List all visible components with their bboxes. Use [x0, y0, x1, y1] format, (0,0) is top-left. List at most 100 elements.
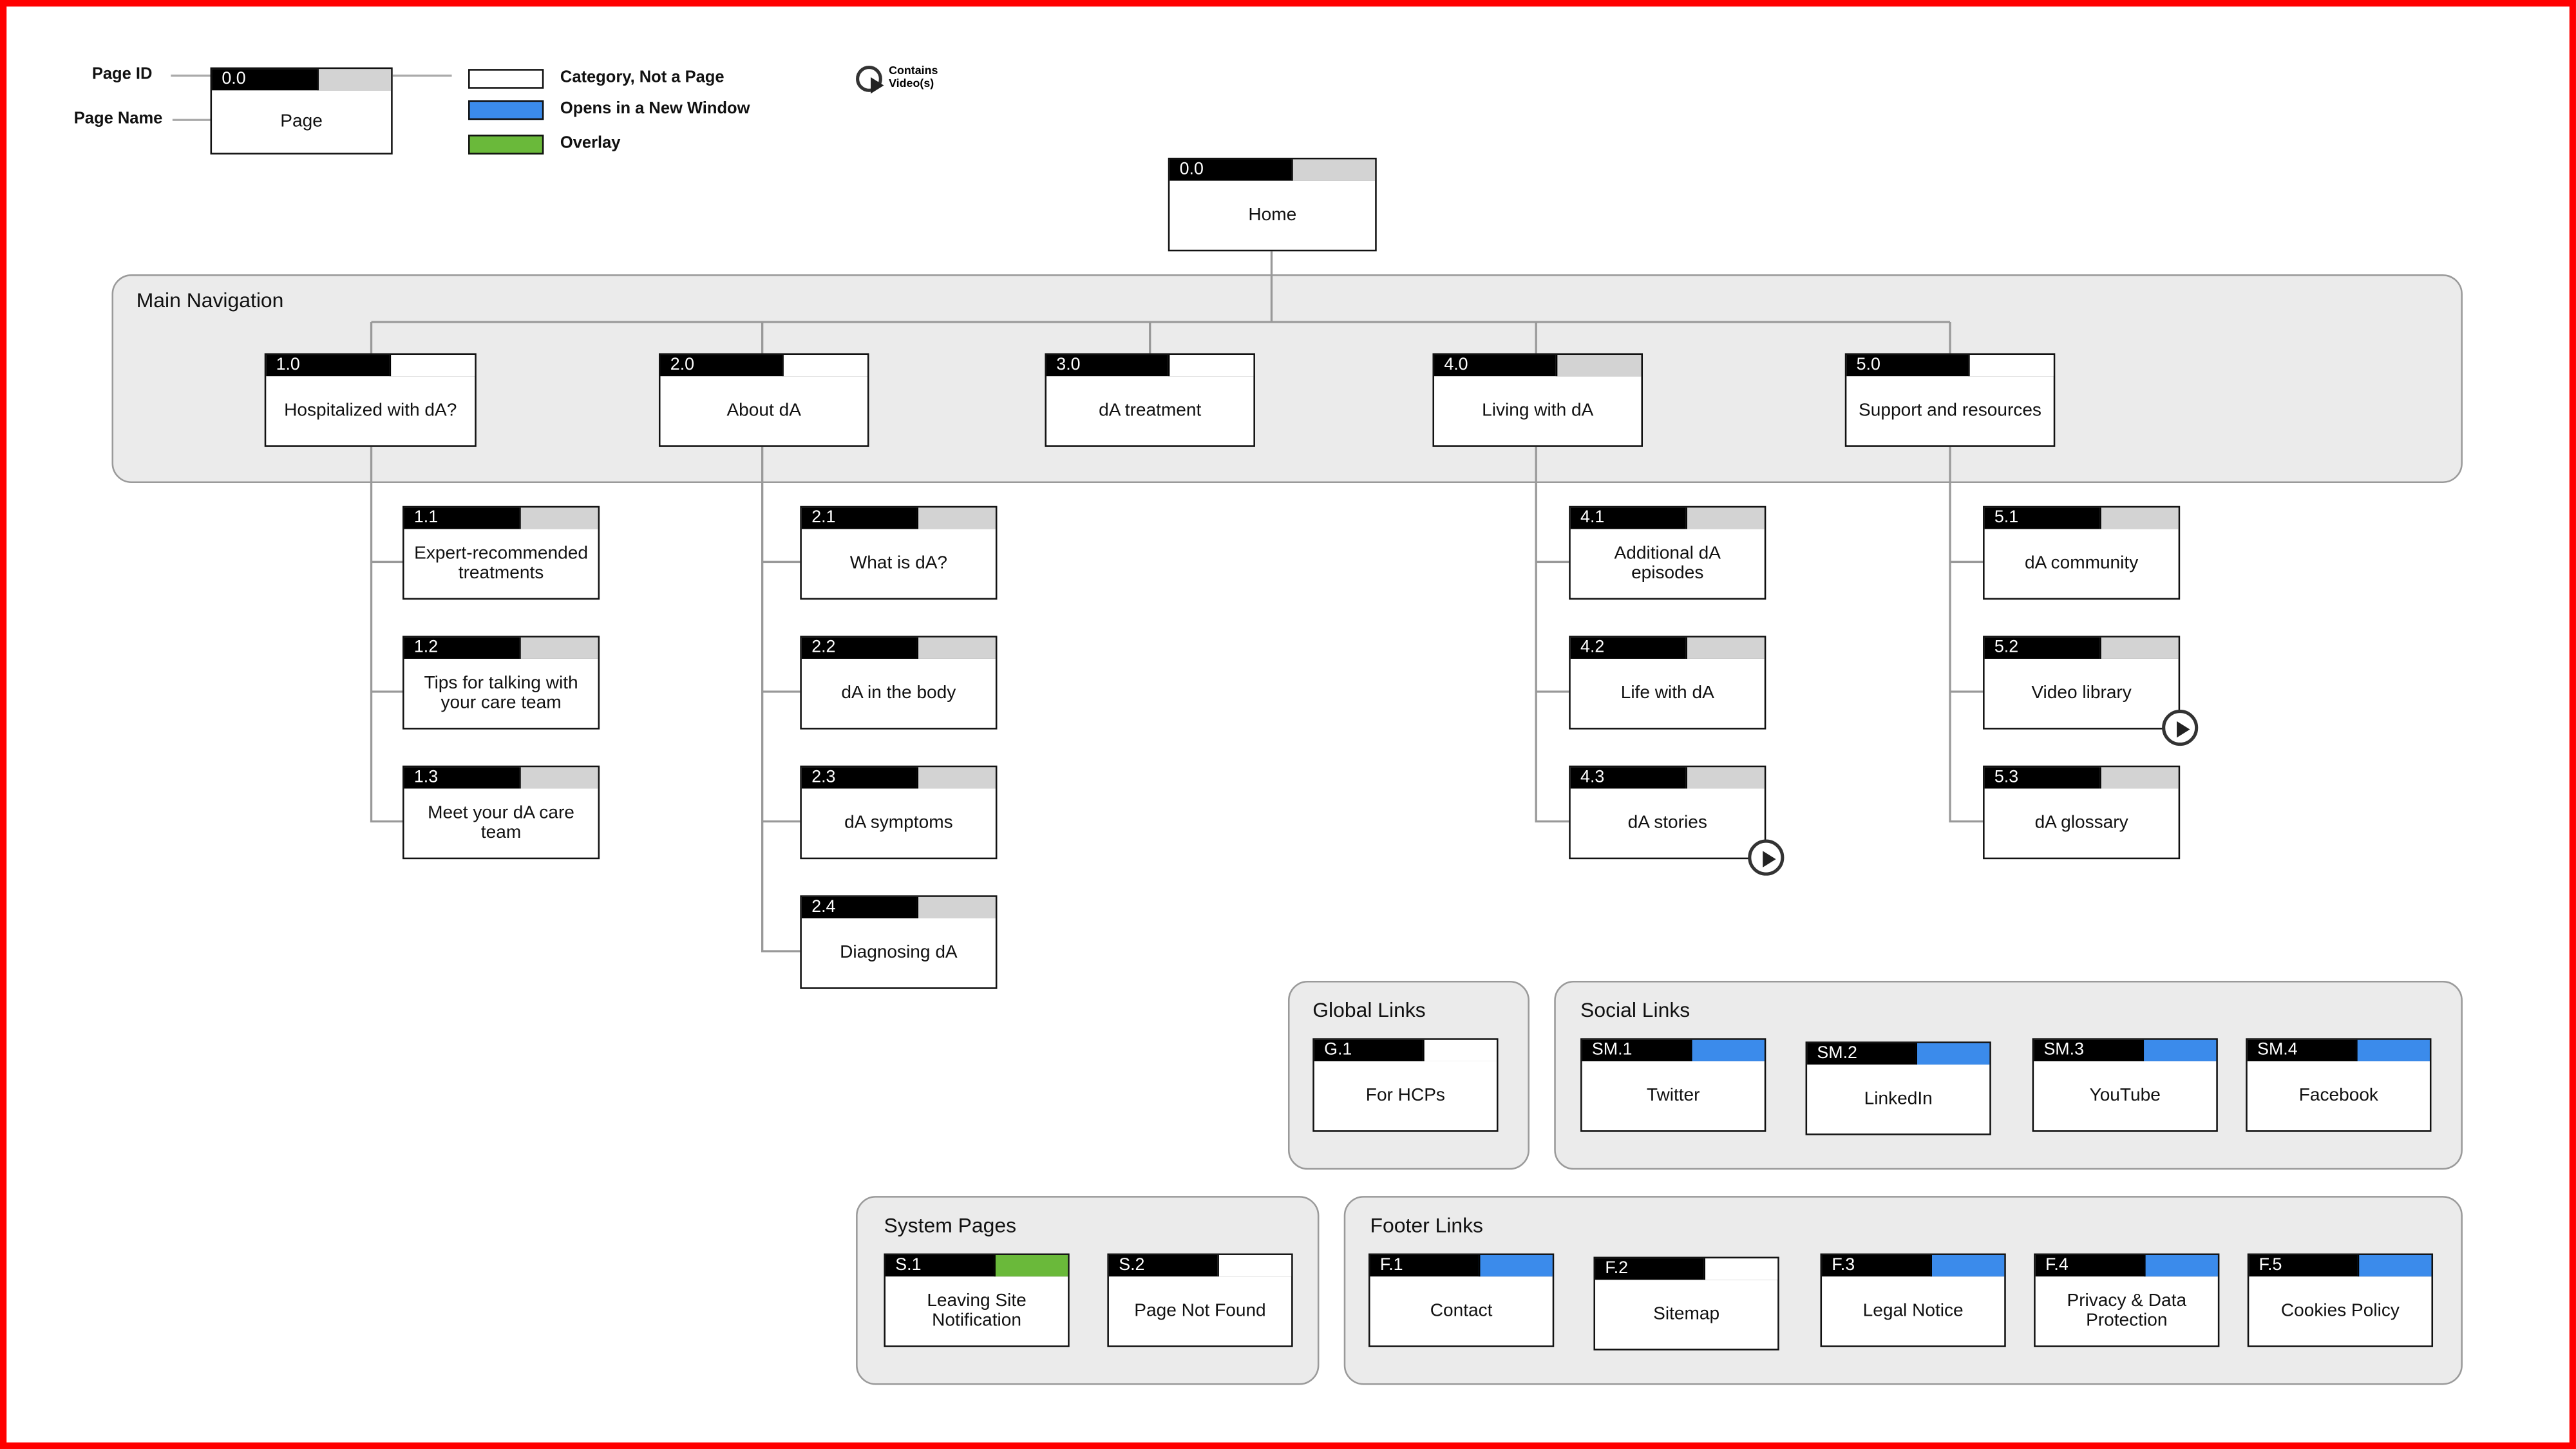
node-id: 0.0 [1179, 159, 1204, 180]
node-id: F.2 [1605, 1258, 1629, 1278]
node-header: SM.3 [2034, 1039, 2217, 1061]
node-type-swatch [782, 355, 867, 377]
node-header: 1.0 [266, 355, 475, 377]
node-header: 0.0 [1170, 159, 1376, 181]
node-type-swatch [1685, 507, 1765, 529]
node-id: 2.3 [811, 767, 836, 787]
node-id: F.4 [2045, 1255, 2069, 1275]
node-name: Living with dA [1482, 400, 1594, 421]
node-type-swatch [916, 637, 996, 659]
node-id: F.5 [2259, 1255, 2282, 1275]
social-links-title: Social Links [1580, 999, 1690, 1022]
node-header: S.2 [1108, 1255, 1292, 1277]
node-name: YouTube [2089, 1085, 2161, 1106]
node-id: 2.1 [811, 507, 836, 527]
node-name: LinkedIn [1864, 1088, 1933, 1109]
node-name: Expert-recommended treatments [414, 543, 588, 583]
node-name: Home [1248, 205, 1297, 225]
legend-swatch-category [468, 69, 544, 89]
legend-video-label-1: Contains [889, 66, 938, 77]
node-name: Life with dA [1620, 683, 1714, 703]
play-video-icon [2162, 710, 2199, 746]
node-name: dA glossary [2034, 813, 2128, 833]
node-header: 2.0 [660, 355, 867, 377]
node-type-swatch [1421, 1039, 1497, 1061]
node-name: Contact [1430, 1300, 1493, 1321]
node-type-swatch [2143, 1255, 2218, 1277]
node-header: F.5 [2249, 1255, 2432, 1277]
node-id: SM.1 [1591, 1039, 1633, 1060]
node-header: 4.1 [1570, 507, 1765, 529]
node-name: Meet your dA care team [428, 802, 574, 843]
legend-swatch-new-window [468, 100, 544, 120]
legend-page-name-label: Page Name [73, 109, 163, 128]
node-header: 1.1 [404, 507, 598, 529]
node-type-swatch [2099, 767, 2179, 789]
node-id: 4.0 [1444, 355, 1468, 375]
node-name: Hospitalized with dA? [284, 400, 457, 421]
node-id: 5.1 [1994, 507, 2019, 527]
node-2-3[interactable]: 2.3 dA symptoms [800, 765, 998, 860]
node-type-swatch [1217, 1255, 1292, 1277]
node-name: Support and resources [1859, 400, 2041, 421]
node-type-swatch [1685, 767, 1765, 789]
system-pages-title: System Pages [884, 1214, 1017, 1237]
node-type-swatch [2099, 637, 2179, 659]
main-navigation-panel [111, 274, 2463, 483]
node-header: 2.4 [801, 896, 996, 919]
node-type-swatch [2356, 1255, 2432, 1277]
legend-new-window-label: Opens in a New Window [560, 100, 750, 118]
node-header: 2.3 [801, 767, 996, 789]
node-id: 4.1 [1580, 507, 1605, 527]
node-id: S.1 [895, 1255, 922, 1275]
node-header: 5.3 [1984, 767, 2179, 789]
node-header: G.1 [1314, 1039, 1497, 1061]
node-type-swatch [1168, 355, 1254, 377]
node-type-swatch [1685, 637, 1765, 659]
legend-video-label-2: Video(s) [889, 79, 934, 91]
legend-sample-id: 0.0 [222, 69, 246, 89]
node-name: Additional dA episodes [1614, 543, 1721, 583]
node-type-swatch [2099, 507, 2179, 529]
node-id: 1.1 [413, 507, 439, 527]
node-header: F.3 [1822, 1255, 2005, 1277]
node-5-3[interactable]: 5.3 dA glossary [1983, 765, 2181, 860]
node-header: 4.3 [1570, 767, 1765, 789]
node-id: 2.4 [811, 896, 836, 917]
node-name: dA symptoms [844, 813, 953, 833]
node-header: S.1 [885, 1255, 1068, 1277]
node-name: Diagnosing dA [840, 942, 958, 963]
play-video-icon [1748, 839, 1785, 876]
node-header: 5.0 [1846, 355, 2054, 377]
node-type-swatch [1556, 355, 1642, 377]
